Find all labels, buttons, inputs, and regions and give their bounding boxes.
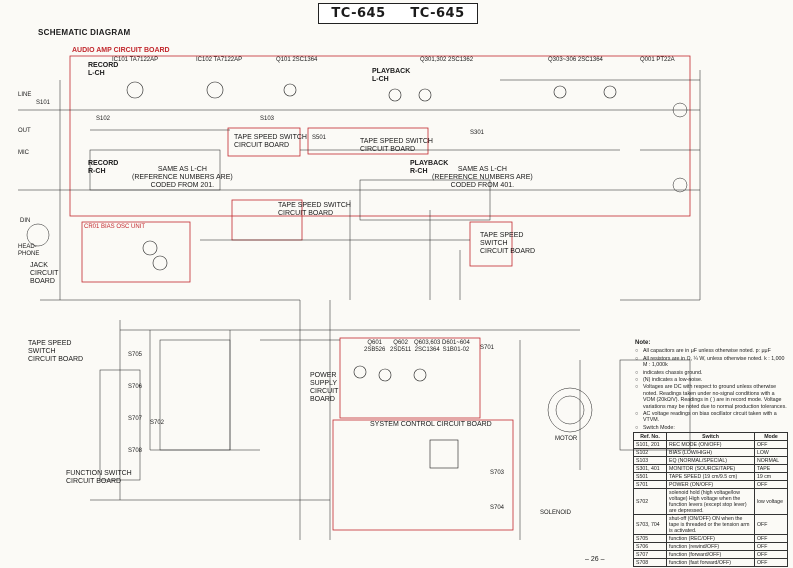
switch-s702-label: S702 (150, 420, 165, 426)
tape-speed-switch-label-mid: TAPE SPEED SWITCH CIRCUIT BOARD (278, 202, 351, 217)
notes-section: Note: ○All capacitors are in μF unless o… (635, 340, 787, 432)
audio-amp-board-label: AUDIO AMP CIRCUIT BOARD (72, 47, 170, 54)
solenoid-label: SOLENOID (540, 510, 572, 516)
same-as-lch-record: SAME AS L-CH (REFERENCE NUMBERS ARE) COD… (132, 166, 233, 189)
tape-speed-switch-label-2: TAPE SPEED SWITCH CIRCUIT BOARD (360, 138, 433, 153)
jack-board-label: JACK CIRCUIT BOARD (30, 262, 59, 285)
q603-label: Q603,603 2SC1364 (414, 340, 441, 353)
connector-line: LINE (18, 92, 32, 98)
table-header-mode: Mode (754, 432, 788, 441)
tape-speed-switch-label-right: TAPE SPEED SWITCH CIRCUIT BOARD (480, 232, 536, 255)
bias-osc-unit-outline (81, 221, 191, 283)
note-item: ○AC voltage readings on bias oscillator … (635, 411, 777, 424)
system-control-board-label: SYSTEM CONTROL CIRCUIT BOARD (370, 421, 492, 428)
same-as-lch-playback: SAME AS L-CH (REFERENCE NUMBERS ARE) COD… (432, 166, 533, 189)
note-item: ○indicates chassis ground. (635, 369, 703, 376)
record-rch-label: RECORD R-CH (88, 160, 119, 175)
power-supply-board-label: POWER SUPPLY CIRCUIT BOARD (310, 372, 339, 403)
system-control-board-outline (332, 419, 514, 531)
note-item: ○Switch Mode: (635, 424, 675, 431)
note-item: ○All capacitors are in μF unless otherwi… (635, 348, 771, 355)
note-item: ○Voltages are DC with respect to ground … (635, 384, 787, 410)
tape-speed-switch-board-1 (227, 127, 301, 157)
model-name-right: TC-645 (410, 6, 465, 21)
note-item: ○(N) indicates a low-noise. (635, 377, 703, 384)
bias-osc-unit-label: CR01 BIAS OSC UNIT (84, 224, 146, 230)
connector-headphone: HEAD- PHONE (18, 244, 40, 257)
table-header-switch: Switch (666, 432, 755, 441)
ic101-label: IC101 TA7122AP (112, 57, 159, 63)
table-header-row: Ref. No. Switch Mode (633, 432, 788, 441)
notes-heading: Note: (635, 340, 651, 346)
table-header-ref: Ref. No. (633, 432, 667, 441)
model-name-left: TC-645 (331, 6, 386, 21)
q301-label: Q301,302 2SC1362 (420, 57, 474, 63)
switch-s301-label: S301 (470, 130, 485, 136)
q601-label: Q601 2SB526 (364, 340, 386, 353)
q001-label: Q001 PT22A (640, 57, 675, 63)
tape-speed-switch-board-2 (307, 127, 429, 155)
switch-s701-label: S701 (480, 345, 495, 351)
switch-s707-label: S707 (128, 416, 143, 422)
connector-out: OUT (18, 128, 31, 134)
page-number: – 26 – (585, 556, 605, 563)
switch-s102-label: S102 (96, 116, 111, 122)
ic102-label: IC102 TA7122AP (196, 57, 243, 63)
switch-s705-label: S705 (128, 352, 143, 358)
switch-s501-label: S501 (312, 135, 327, 141)
audio-amp-board-outline (69, 55, 691, 217)
note-item: ○All resistors are in Ω, ¼ W, unless oth… (635, 355, 785, 369)
d601-label: D601~604 S1B01-02 (442, 340, 470, 353)
switch-s708-label: S708 (128, 448, 143, 454)
diagram-title: SCHEMATIC DIAGRAM (38, 28, 131, 37)
motor-label: MOTOR (555, 436, 578, 442)
q303-label: Q303~306 2SC1364 (548, 57, 603, 63)
record-lch-label: RECORD L-CH (88, 62, 119, 77)
connector-din: DIN (20, 218, 31, 224)
tape-speed-switch-label-left: TAPE SPEED SWITCH CIRCUIT BOARD (28, 340, 84, 363)
function-switch-board-label: FUNCTION SWITCH CIRCUIT BOARD (66, 470, 132, 485)
power-supply-board-outline (339, 337, 481, 419)
tape-speed-switch-board-right (469, 221, 513, 267)
playback-lch-label: PLAYBACK L-CH (372, 68, 411, 83)
switch-s103-label: S103 (260, 116, 275, 122)
tape-speed-switch-label-1: TAPE SPEED SWITCH CIRCUIT BOARD (234, 134, 307, 149)
switch-s706-label: S706 (128, 384, 143, 390)
playback-rch-label: PLAYBACK R-CH (410, 160, 449, 175)
model-title-box: TC-645 TC-645 (318, 3, 478, 24)
switch-s101-label: S101 (36, 100, 51, 106)
q101-label: Q101 2SC1364 (276, 57, 318, 63)
connector-mic: MIC (18, 150, 29, 156)
q602-label: Q602 2SD511 (390, 340, 412, 353)
transistor-symbols (126, 81, 617, 469)
switch-s704-label: S704 (490, 505, 505, 511)
switch-s703-label: S703 (490, 470, 505, 476)
